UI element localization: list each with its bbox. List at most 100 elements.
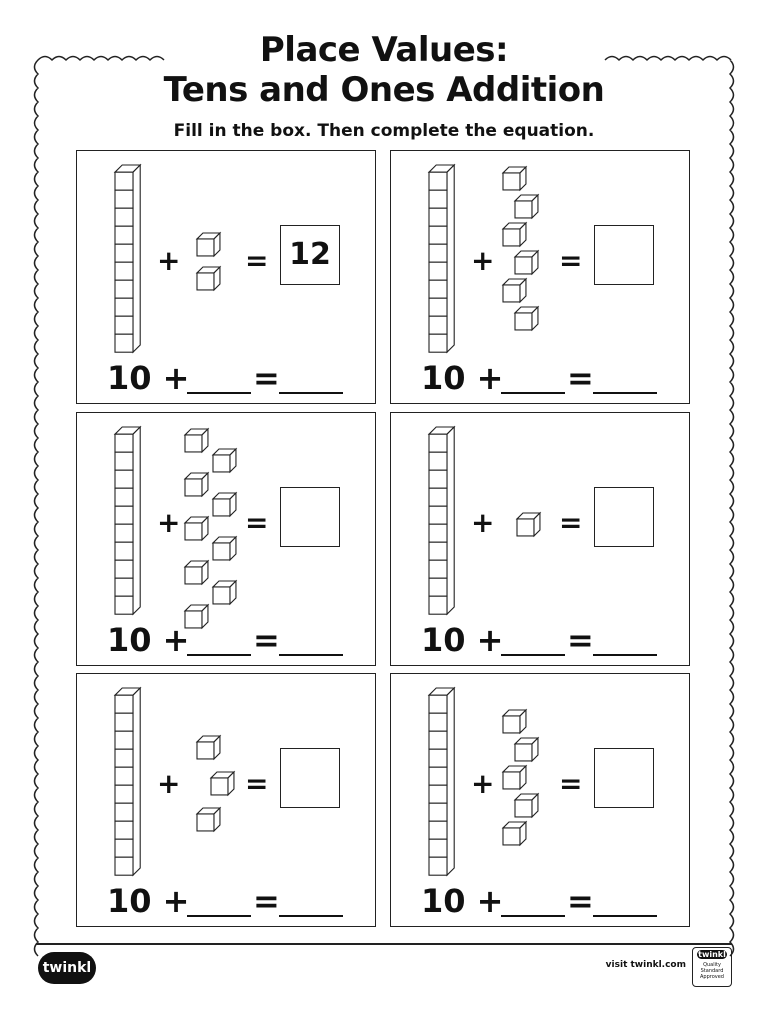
ones-blank[interactable] [501,654,565,656]
quality-badge: twinkl Quality Standard Approved [692,947,732,987]
unit-cube-icon [501,221,528,248]
answer-box[interactable] [280,487,340,547]
unit-cube-icon [209,770,236,797]
unit-cube-icon [513,193,540,220]
equation-equals: = [253,359,280,397]
equation-prefix: 10 + [421,621,504,659]
unit-cube-icon [183,427,210,454]
unit-cube-icon [501,764,528,791]
unit-cube-icon [211,447,238,474]
unit-cube-icon [513,249,540,276]
page-title-line-1: Place Values: [259,30,509,70]
equals-sign: = [559,506,583,539]
base-ten-blocks [113,425,238,630]
equation-equals: = [567,621,594,659]
equation-row: 10 + = [107,620,367,660]
base-ten-blocks [113,686,236,877]
unit-cube-icon [195,734,222,761]
unit-cube-icon [501,820,528,847]
unit-cube-icon [195,806,222,833]
equals-sign: = [245,244,269,277]
equation-prefix: 10 + [421,359,504,397]
answer-box[interactable] [594,748,654,808]
exercise-panel: + = 10 + = [390,412,690,666]
plus-sign: + [157,506,181,539]
equals-sign: = [245,767,269,800]
answer-box[interactable] [594,225,654,285]
plus-sign: + [157,767,181,800]
unit-cube-icon [211,579,238,606]
ten-rod-icon [427,163,456,354]
unit-cube-icon [183,603,210,630]
unit-cube-icon [513,736,540,763]
answer-box[interactable] [280,748,340,808]
ten-rod-icon [113,425,142,616]
ten-rod-icon [113,686,142,877]
sum-blank[interactable] [279,654,343,656]
equals-sign: = [559,244,583,277]
plus-sign: + [471,506,495,539]
base-ten-blocks [427,163,540,354]
base-ten-blocks [113,163,222,354]
unit-cube-icon [501,277,528,304]
ones-blank[interactable] [187,915,251,917]
equals-sign: = [559,767,583,800]
sum-blank[interactable] [279,392,343,394]
equation-row: 10 + = [107,358,367,398]
unit-cube-icon [513,305,540,332]
ones-blank[interactable] [501,392,565,394]
equation-equals: = [253,882,280,920]
equation-equals: = [567,882,594,920]
ones-blank[interactable] [501,915,565,917]
equation-equals: = [253,621,280,659]
ten-rod-icon [427,425,456,616]
plus-sign: + [471,244,495,277]
unit-cube-icon [513,792,540,819]
twinkl-logo[interactable]: twinkl [38,952,96,984]
ones-blank[interactable] [187,654,251,656]
unit-cube-icon [183,559,210,586]
footer-divider [36,943,732,945]
equation-prefix: 10 + [107,359,190,397]
border-path [33,55,735,957]
answer-box[interactable]: 12 [280,225,340,285]
unit-cube-icon [211,491,238,518]
visit-link[interactable]: visit twinkl.com [605,960,686,970]
unit-cube-icon [195,231,222,258]
answer-box[interactable] [594,487,654,547]
unit-cube-icon [501,165,528,192]
unit-cube-icon [211,535,238,562]
equation-prefix: 10 + [421,882,504,920]
equals-sign: = [245,506,269,539]
base-ten-blocks [427,425,542,616]
equation-row: 10 + = [421,620,681,660]
unit-cube-icon [501,708,528,735]
equation-equals: = [567,359,594,397]
equation-prefix: 10 + [107,621,190,659]
page-title-line-2: Tens and Ones Addition [163,70,605,110]
plus-sign: + [157,244,181,277]
ten-rod-icon [427,686,456,877]
unit-cube-icon [183,515,210,542]
exercise-panel: + = 10 + = [390,150,690,404]
sum-blank[interactable] [593,392,657,394]
badge-brand: twinkl [697,950,727,959]
unit-cube-icon [515,511,542,538]
sum-blank[interactable] [279,915,343,917]
exercise-panel: + = 12 10 + = [76,150,376,404]
badge-text: Quality Standard Approved [700,962,724,980]
exercise-panel: + = 10 + = [76,673,376,927]
equation-row: 10 + = [421,358,681,398]
equation-prefix: 10 + [107,882,190,920]
instructions: Fill in the box. Then complete the equat… [173,121,595,141]
unit-cube-icon [195,265,222,292]
sum-blank[interactable] [593,654,657,656]
plus-sign: + [471,767,495,800]
ones-blank[interactable] [187,392,251,394]
equation-row: 10 + = [107,881,367,921]
ten-rod-icon [113,163,142,354]
exercise-panel: + = 10 + = [76,412,376,666]
sum-blank[interactable] [593,915,657,917]
base-ten-blocks [427,686,540,877]
